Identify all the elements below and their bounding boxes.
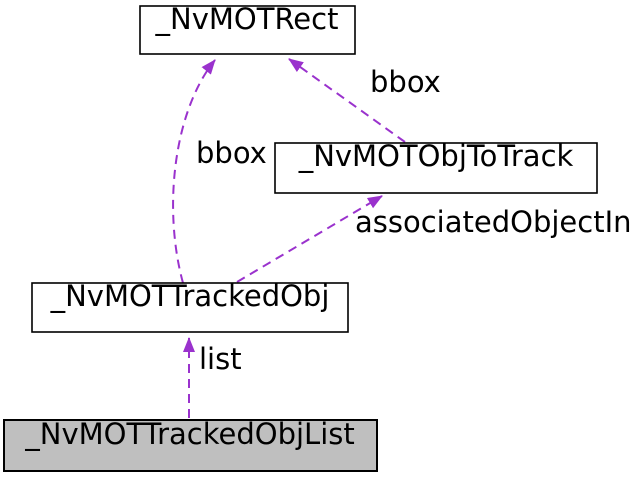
- node-nvmottrackedobj-label: _NvMOTTrackedObj: [50, 279, 330, 313]
- edge-trackedobj-to-objtotrack-associatedobjectin: [236, 195, 383, 283]
- node-nvmottrackedobj[interactable]: _NvMOTTrackedObj: [31, 279, 349, 333]
- edge-objtotrack-to-rect-bbox: [288, 58, 406, 143]
- node-nvmotobjtotrack-box[interactable]: [274, 142, 598, 194]
- node-nvmottrackedobjlist-focus: _NvMOTTrackedObjList: [3, 417, 378, 472]
- node-nvmottrackedobjlist-box: [3, 419, 378, 472]
- edge-label-bbox-left: bbox: [196, 136, 267, 170]
- node-nvmottrackedobj-box[interactable]: [31, 282, 349, 333]
- edge-label-group: bbox bbox associatedObjectIn list: [196, 65, 632, 376]
- edge-label-list: list: [199, 342, 242, 376]
- node-nvmotrect-label: _NvMOTRect: [155, 2, 339, 36]
- node-nvmotobjtotrack-label: _NvMOTObjToTrack: [298, 139, 574, 173]
- edge-label-bbox-right: bbox: [370, 65, 441, 99]
- edge-trackedobj-to-rect-bbox: [172, 59, 216, 284]
- node-nvmotrect[interactable]: _NvMOTRect: [139, 2, 356, 55]
- node-nvmottrackedobjlist-label: _NvMOTTrackedObjList: [24, 417, 355, 451]
- node-nvmotobjtotrack[interactable]: _NvMOTObjToTrack: [274, 139, 598, 194]
- edge-group: [172, 58, 406, 418]
- node-nvmotrect-box[interactable]: [139, 5, 356, 55]
- edge-label-associatedobjectin: associatedObjectIn: [355, 205, 632, 239]
